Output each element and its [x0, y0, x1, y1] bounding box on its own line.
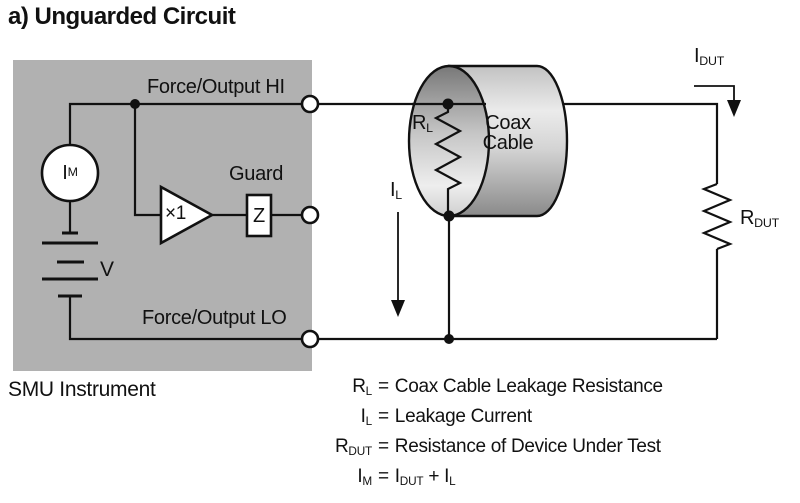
current-meter-circle: [40, 143, 100, 203]
equals-sign: =: [378, 466, 389, 487]
guard-impedance-label: Z: [253, 204, 265, 227]
force-output-lo-label: Force/Output LO: [142, 307, 287, 329]
wire-lo-internal: [68, 296, 310, 341]
rdut-resistor-zigzag: [701, 182, 733, 251]
equals-sign: =: [378, 406, 389, 427]
hi-terminal: [300, 94, 320, 114]
voltage-source-label: V: [100, 258, 114, 281]
guard-label: Guard: [229, 163, 284, 185]
guard-terminal: [300, 205, 320, 225]
wire-hi-internal: [68, 102, 310, 146]
equals-sign: =: [378, 436, 389, 457]
legend: RL=Coax Cable Leakage Resistance IL=Leak…: [300, 372, 663, 492]
legend-definition: Resistance of Device Under Test: [394, 436, 661, 457]
buffer-amplifier-triangle: [159, 184, 215, 246]
arrowhead-down-icon: [391, 300, 405, 317]
legend-row: IM =IDUT + IL: [300, 462, 663, 492]
lo-terminal: [300, 329, 320, 349]
battery-symbol: [42, 231, 98, 298]
junction-dot: [443, 210, 455, 222]
rl-resistor-zigzag: [433, 104, 463, 216]
buffer-gain-label: ×1: [165, 203, 187, 224]
idut-label: IDUT: [694, 45, 725, 68]
legend-definition: Coax Cable Leakage Resistance: [394, 376, 663, 397]
force-output-hi-label: Force/Output HI: [147, 76, 285, 98]
idut-current-arrow: [694, 85, 741, 117]
legend-symbol: RDUT: [334, 436, 372, 458]
junction-dot: [130, 99, 140, 109]
coax-label-line1: Coax: [485, 112, 531, 134]
il-label: IL: [390, 179, 402, 202]
wire-amp-branch: [133, 104, 161, 217]
guard-impedance-box: [245, 193, 273, 238]
legend-definition: IDUT + IL: [394, 466, 456, 488]
legend-symbol: IL: [360, 406, 373, 428]
coax-label-line2: Cable: [482, 132, 534, 154]
legend-row: IL=Leakage Current: [300, 402, 663, 432]
figure-title: a) Unguarded Circuit: [8, 3, 236, 30]
legend-row: RDUT =Resistance of Device Under Test: [300, 432, 663, 462]
coax-cable-label: Coax Cable: [476, 113, 540, 153]
rdut-label: RDUT: [740, 207, 780, 230]
equals-sign: =: [378, 376, 389, 397]
legend-symbol: RL: [352, 376, 372, 398]
arrowhead-down-icon: [727, 100, 741, 117]
smu-instrument-label: SMU Instrument: [8, 378, 156, 401]
il-current-arrow: [391, 212, 405, 317]
legend-definition: Leakage Current: [394, 406, 532, 427]
junction-dot: [442, 98, 454, 110]
rl-label: RL: [412, 112, 433, 135]
legend-row: RL =Coax Cable Leakage Resistance: [300, 372, 663, 402]
junction-dot: [444, 334, 454, 344]
circuit-wires: [68, 102, 719, 341]
legend-symbol: IM: [357, 466, 372, 488]
